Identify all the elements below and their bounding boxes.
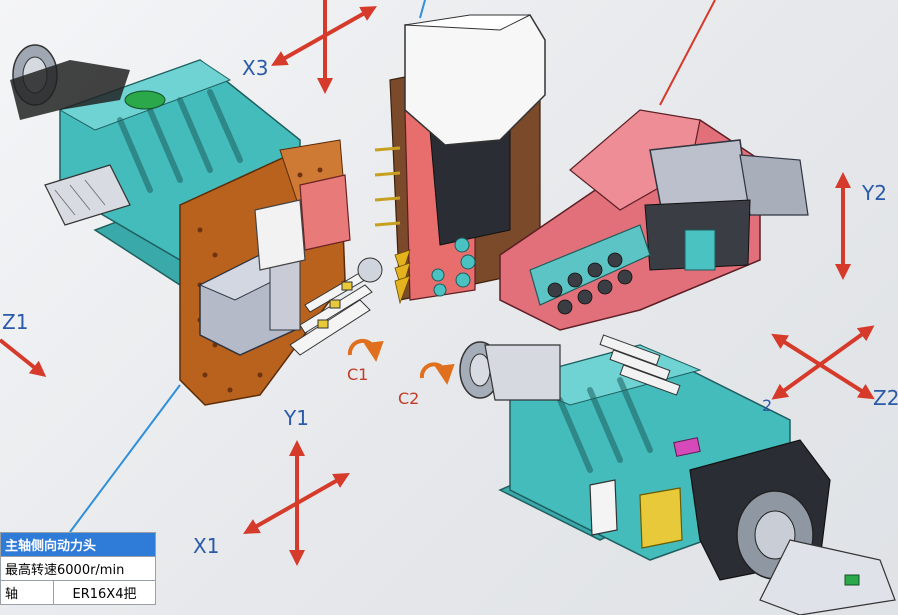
c2-rotation-arrow bbox=[419, 362, 455, 385]
center-tool-post bbox=[374, 14, 546, 305]
axis-label-c1: C1 bbox=[347, 365, 369, 384]
axis-label-x3: X3 bbox=[242, 56, 269, 80]
axis-label-y2: Y2 bbox=[862, 181, 887, 205]
spec-table-speed: 最高转速6000r/min bbox=[0, 556, 156, 581]
spec-table-title: 主轴侧向动力头 bbox=[0, 532, 156, 557]
spec-table-row: 最高转速6000r/min bbox=[0, 556, 156, 581]
right-top-unit bbox=[499, 109, 809, 331]
axis-label-z2: Z2 bbox=[873, 386, 898, 410]
spec-table: 主轴侧向动力头 最高转速6000r/min 轴 ER16X4把 bbox=[0, 532, 156, 605]
left-tool-rack bbox=[289, 257, 383, 356]
spec-table-row: 轴 ER16X4把 bbox=[0, 580, 156, 605]
spec-table-row-value: ER16X4把 bbox=[53, 580, 156, 605]
leader-line-top bbox=[419, 0, 426, 19]
axis-label-partial: 2 bbox=[762, 396, 773, 415]
axis-label-y1: Y1 bbox=[284, 406, 309, 430]
axis-label-x1: X1 bbox=[193, 534, 220, 558]
axis-label-c2: C2 bbox=[398, 389, 420, 408]
c1-rotation-arrow bbox=[347, 338, 384, 362]
spec-table-header-row: 主轴侧向动力头 bbox=[0, 532, 156, 557]
leader-line bbox=[69, 384, 181, 533]
right-spindle-head bbox=[459, 334, 896, 615]
left-spindle-head bbox=[10, 44, 301, 286]
axis-arrows bbox=[0, 0, 875, 566]
spec-table-row-label: 轴 bbox=[0, 580, 54, 605]
axis-label-z1: Z1 bbox=[2, 310, 29, 334]
left-salmon-block bbox=[254, 174, 351, 271]
